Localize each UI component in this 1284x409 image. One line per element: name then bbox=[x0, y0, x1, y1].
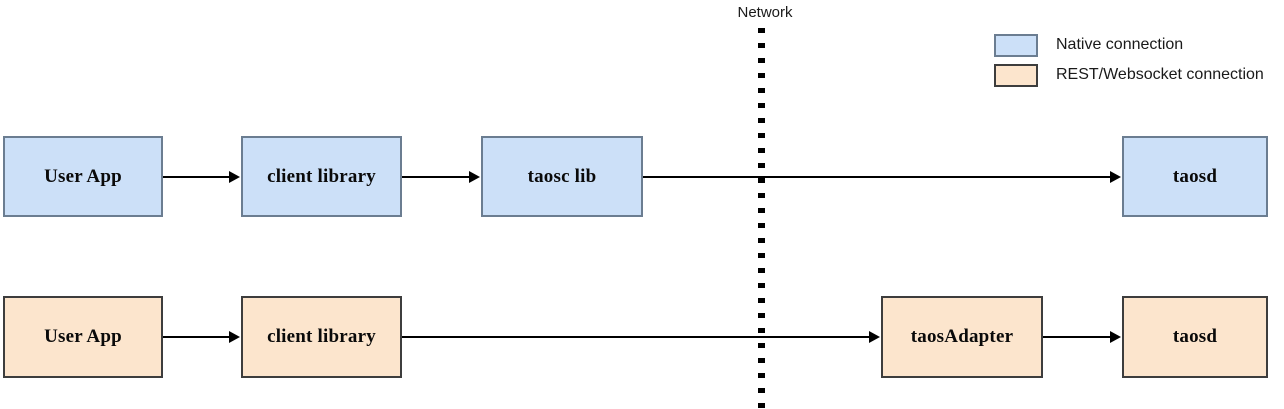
node-taosd-native[interactable]: taosd bbox=[1122, 136, 1268, 217]
edge-client-library-to-taosadapter bbox=[402, 336, 869, 338]
arrowhead-client-library-rest-icon bbox=[229, 331, 240, 343]
node-user-app-rest[interactable]: User App bbox=[3, 296, 163, 378]
legend: Native connection REST/Websocket connect… bbox=[994, 30, 1264, 90]
network-boundary-dotted-line bbox=[758, 28, 765, 409]
node-taosd-rest[interactable]: taosd bbox=[1122, 296, 1268, 378]
node-taosc-lib[interactable]: taosc lib bbox=[481, 136, 643, 217]
edge-client-library-to-taosc-lib-native bbox=[402, 176, 469, 178]
node-taosadapter[interactable]: taosAdapter bbox=[881, 296, 1043, 378]
arrowhead-client-library-native-icon bbox=[229, 171, 240, 183]
arrowhead-taosc-lib-icon bbox=[469, 171, 480, 183]
legend-label-native: Native connection bbox=[1056, 36, 1184, 53]
legend-label-rest: REST/Websocket connection bbox=[1056, 66, 1264, 83]
edge-taosc-lib-to-taosd-native bbox=[643, 176, 1110, 178]
arrowhead-taosd-native-icon bbox=[1110, 171, 1121, 183]
node-client-library-native[interactable]: client library bbox=[241, 136, 402, 217]
legend-item-native: Native connection bbox=[994, 30, 1264, 60]
arrowhead-taosadapter-icon bbox=[869, 331, 880, 343]
edge-user-app-to-client-library-native bbox=[163, 176, 229, 178]
node-client-library-rest[interactable]: client library bbox=[241, 296, 402, 378]
node-user-app-native[interactable]: User App bbox=[3, 136, 163, 217]
legend-swatch-rest-icon bbox=[994, 63, 1038, 87]
edge-user-app-to-client-library-rest bbox=[163, 336, 229, 338]
network-boundary-label: Network bbox=[737, 4, 793, 21]
arrowhead-taosd-rest-icon bbox=[1110, 331, 1121, 343]
edge-taosadapter-to-taosd bbox=[1043, 336, 1110, 338]
legend-swatch-native-icon bbox=[994, 33, 1038, 57]
legend-item-rest: REST/Websocket connection bbox=[994, 60, 1264, 90]
